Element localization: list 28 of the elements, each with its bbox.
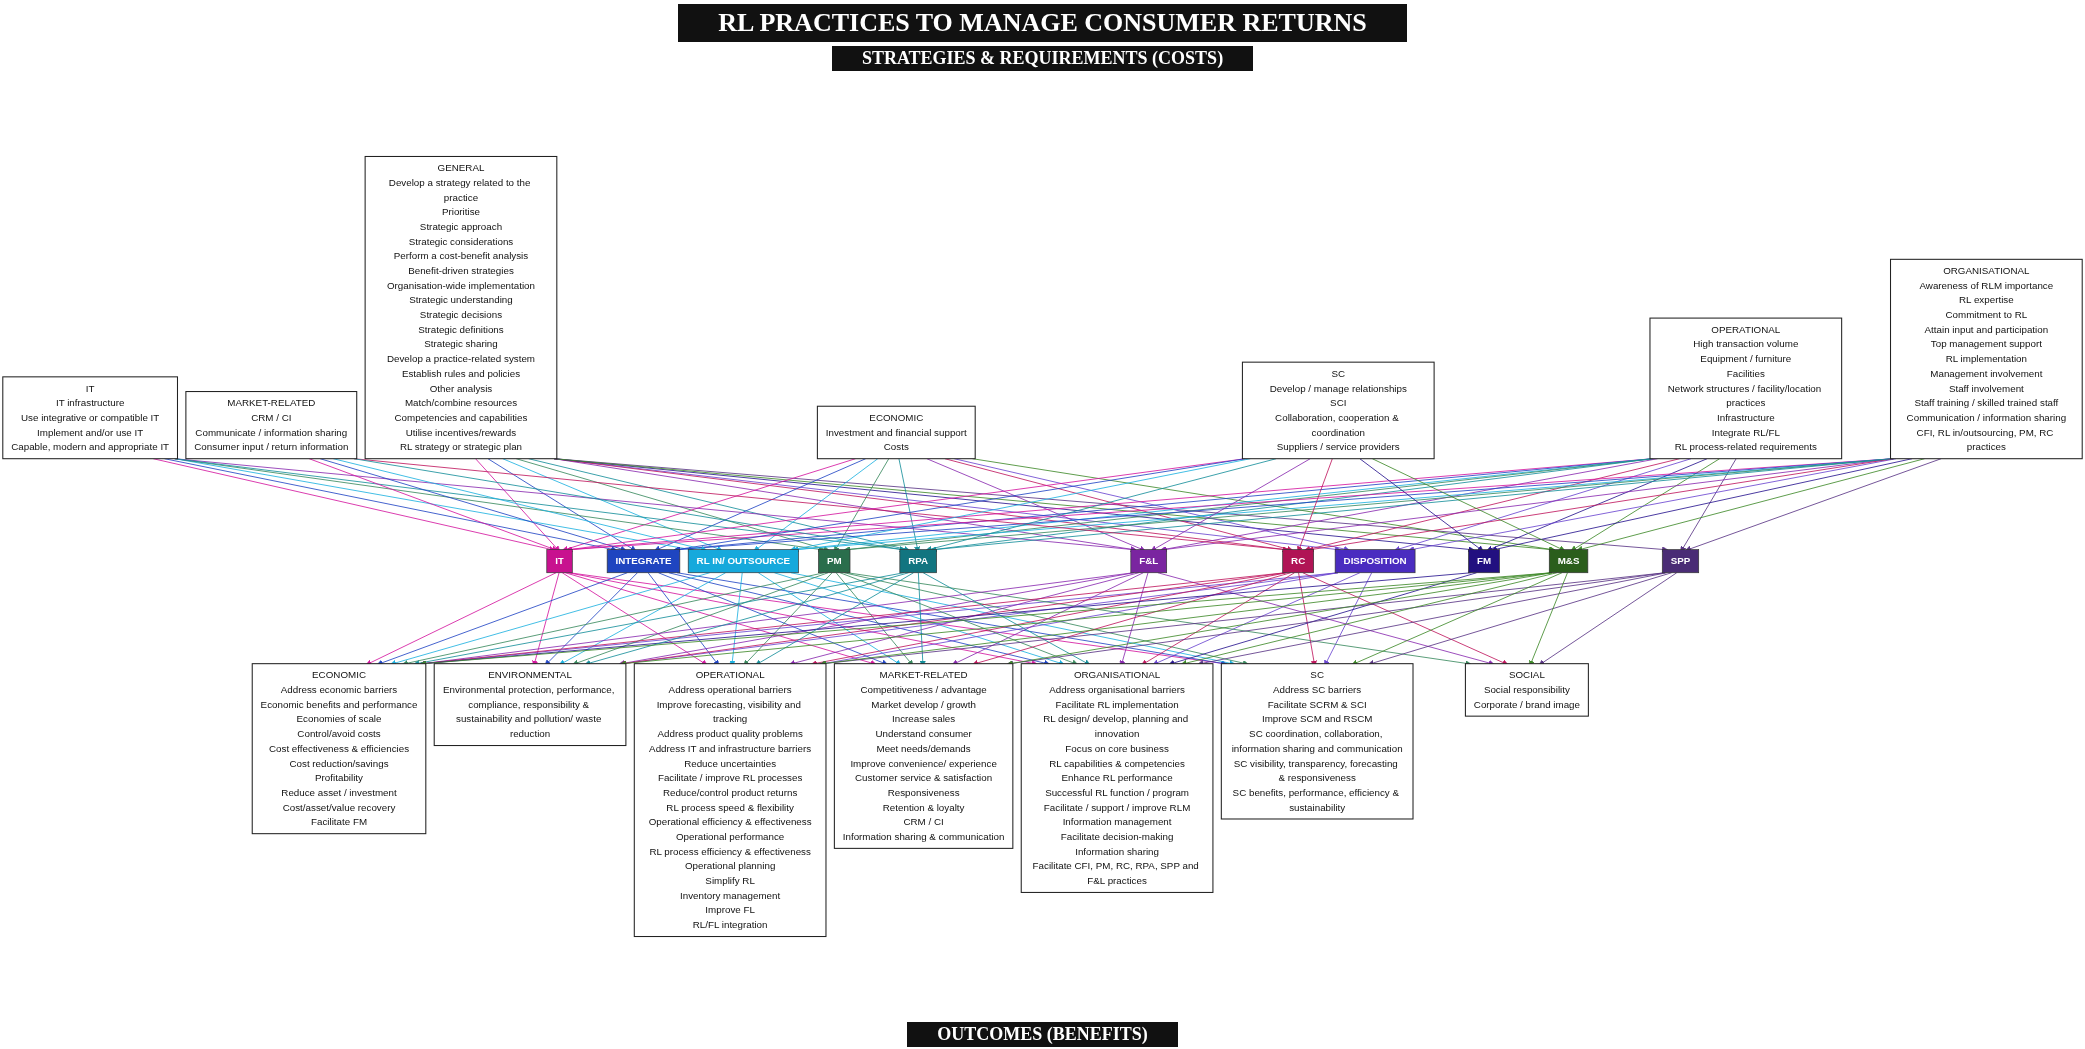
node-box: IT IT infrastructure Use integrative or compatible IT Implement and/or use IT Capable, modern and appropriate IT <box>2 376 178 460</box>
panel-heading: STRATEGIES & REQUIREMENTS (COSTS) <box>831 46 1254 71</box>
node-box: FM <box>1468 549 1500 574</box>
node-box: SC Address SC barriers Facilitate SCRM & SCI Improve SCM and RSCM SC coordination, collaboration, information sharing and communication SC visibility, transparency, forecasting & responsiveness SC benefits, performance, efficiency & sustainability <box>1220 663 1414 820</box>
node-box: ORGANISATIONAL Address organisational barriers Facilitate RL implementation RL design/ develop, planning and innovation Focus on core business RL capabilities & competencies Enhance RL performance Successful RL function / program Facilitate / support / improve RLM Information management Facilitate decision-making Information sharing Facilitate CFI, PM, RC, RPA, SPP and F&L practices <box>1020 663 1214 893</box>
node-box: RPA <box>899 549 937 574</box>
node-box: OPERATIONAL Address operational barriers Improve forecasting, visibility and tracking Address product quality problems Address IT and infrastructure barriers Reduce uncertainties Facilitate / improve RL processes Reduce/control product returns RL process speed & flexibility Operational efficiency & effectiveness Operational performance RL process efficiency & effectiveness Operational planning Simplify RL Inventory management Improve FL RL/FL integration <box>633 663 827 938</box>
node-box: MARKET-RELATED Competitiveness / advantage Market develop / growth Increase sales Understand consumer Meet needs/demands Improve convenience/ experience Customer service & satisfaction Responsiveness Retention & loyalty CRM / CI Information sharing & communication <box>833 663 1014 849</box>
node-box: PM <box>818 549 851 574</box>
panel-heading: OUTCOMES (BENEFITS) <box>907 1022 1178 1047</box>
node-box: IT <box>546 549 573 574</box>
diagram-title: RL PRACTICES TO MANAGE CONSUMER RETURNS <box>678 4 1407 42</box>
node-box: OPERATIONAL High transaction volume Equipment / furniture Facilities Network structures / facility/location practices Infrastructure Integrate RL/FL RL process-related requirements <box>1649 317 1843 460</box>
node-box: F&L <box>1130 549 1167 574</box>
node-box: SOCIAL Social responsibility Corporate / brand image <box>1464 663 1589 717</box>
node-box: SPP <box>1661 549 1700 574</box>
node-box: MARKET-RELATED CRM / CI Communicate / information sharing Consumer input / return information <box>185 391 358 460</box>
node-box: ENVIRONMENTAL Environmental protection, performance, compliance, responsibility & sustainability and pollution/ waste reduction <box>433 663 627 747</box>
node-box: SC Develop / manage relationships SCI Collaboration, cooperation & coordination Suppliers / service providers <box>1241 361 1435 460</box>
node-box: RC <box>1282 549 1314 574</box>
node-box: INTEGRATE <box>606 549 681 574</box>
node-box: M&S <box>1548 549 1589 574</box>
node-box: ECONOMIC Address economic barriers Economic benefits and performance Economies of scale Control/avoid costs Cost effectiveness & efficiencies Cost reduction/savings Profitability Reduce asset / investment Cost/asset/value recovery Facilitate FM <box>251 663 427 835</box>
node-box: GENERAL Develop a strategy related to the practice Prioritise Strategic approach Strategic considerations Perform a cost-benefit analysis Benefit-driven strategies Organisation-wide implementation Strategic understanding Strategic decisions Strategic definitions Strategic sharing Develop a practice-related system Establish rules and policies Other analysis Match/combine resources Competencies and capabilities Utilise incentives/rewards RL strategy or strategic plan <box>364 155 558 460</box>
node-box: DISPOSITION <box>1334 549 1416 574</box>
node-box: RL IN/ OUTSOURCE <box>687 549 799 574</box>
node-box: ECONOMIC Investment and financial support Costs <box>816 405 976 460</box>
node-box: ORGANISATIONAL Awareness of RLM importance RL expertise Commitment to RL Attain input and participation Top management support RL implementation Management involvement Staff involvement Staff training / skilled trained staff Communication / information sharing CFI, RL in/outsourcing, PM, RC practices <box>1890 258 2083 460</box>
